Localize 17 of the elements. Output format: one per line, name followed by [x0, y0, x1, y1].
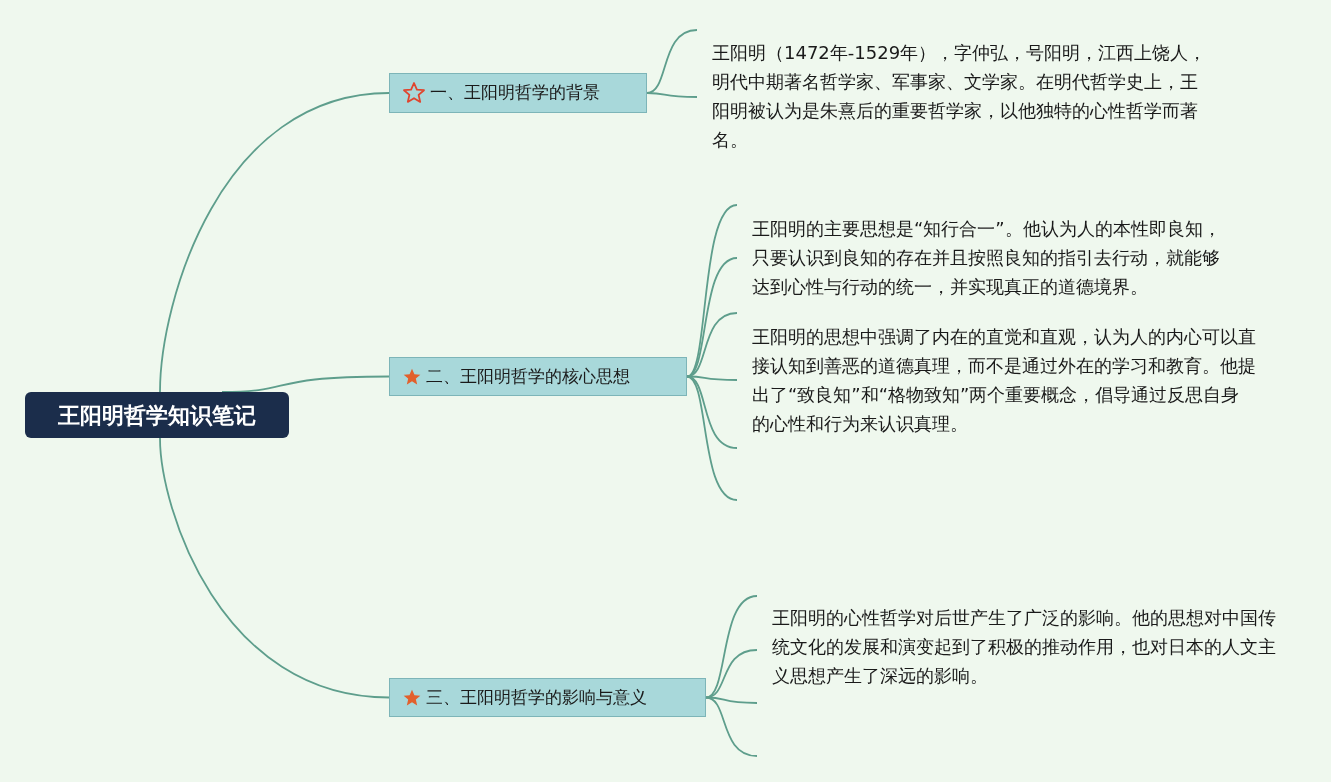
branch-topic: 一、王阳明哲学的背景: [389, 73, 647, 113]
note-text: 王阳明的思想中强调了内在的直觉和直观，认为人的内心可以直接认知到善恶的道德真理，而不是通过外在的学习和教育。他提出了“致良知”和“格物致知”两个重要概念，倡导通过反思自身的心性和行为来认识真理。: [737, 322, 1257, 438]
note-text: 王阳明的心性哲学对后世产生了广泛的影响。他的思想对中国传统文化的发展和演变起到了积极的推动作用，也对日本的人文主义思想产生了深远的影响。: [757, 603, 1279, 690]
connector-line: [159, 437, 390, 699]
connector-line: [686, 375, 738, 501]
connector-line: [705, 595, 758, 699]
note-text: 王阳明的主要思想是“知行合一”。他认为人的本性即良知，只要认识到良知的存在并且按照良知的指引去行动，就能够达到心性与行动的统一，并实现真正的道德境界。: [737, 214, 1235, 301]
connector-line: [705, 696, 758, 757]
branch-topic: 二、王阳明哲学的核心思想: [389, 357, 687, 396]
branch-topic: 三、王阳明哲学的影响与意义: [389, 678, 706, 717]
note-text: 王阳明（1472年-1529年），字仲弘，号阳明，江西上饶人，明代中期著名哲学家、军事家、文学家。在明代哲学史上，王阳明被认为是朱熹后的重要哲学家，以他独特的心性哲学而著名。: [697, 38, 1215, 154]
root-topic: 王阳明哲学知识笔记: [25, 392, 289, 438]
connector-line: [686, 257, 738, 378]
connector-line: [646, 92, 698, 98]
connector-line: [221, 375, 390, 393]
connector-line: [705, 649, 758, 699]
connector-line: [159, 92, 390, 393]
